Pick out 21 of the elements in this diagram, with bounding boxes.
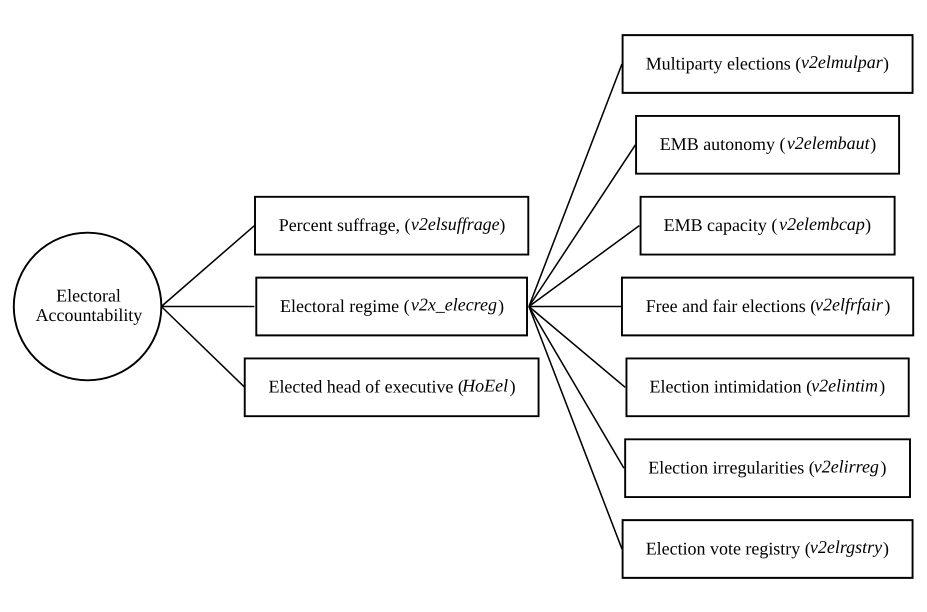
connector <box>528 224 640 307</box>
connector <box>528 306 623 549</box>
node-circle: Electoral Accountability <box>12 231 162 381</box>
node-box: Multiparty elections (v2elmulpar) <box>622 34 914 94</box>
node-box: Percent suffrage, (v2elsuffrage) <box>254 195 530 255</box>
node-box: Elected head of executive (HoEel) <box>244 357 540 417</box>
connector <box>528 144 636 306</box>
node-box: Election intimidation (v2elintim) <box>625 357 910 417</box>
node-box: Free and fair elections (v2elfrfair) <box>621 276 914 336</box>
connector <box>528 306 625 468</box>
node-box: Electoral regime (v2x_elecreg) <box>255 276 528 336</box>
connector <box>160 224 255 307</box>
node-box: EMB capacity (v2elembcap) <box>640 195 896 255</box>
connector <box>528 305 626 388</box>
connector <box>160 305 246 388</box>
connector <box>528 305 622 307</box>
node-box: Election irregularities (v2elirreg) <box>624 438 911 498</box>
connector <box>161 305 254 307</box>
node-box: Election vote registry (v2elrgstry) <box>622 518 914 578</box>
connector <box>528 63 623 306</box>
node-box: EMB autonomy (v2elembaut) <box>635 114 900 174</box>
